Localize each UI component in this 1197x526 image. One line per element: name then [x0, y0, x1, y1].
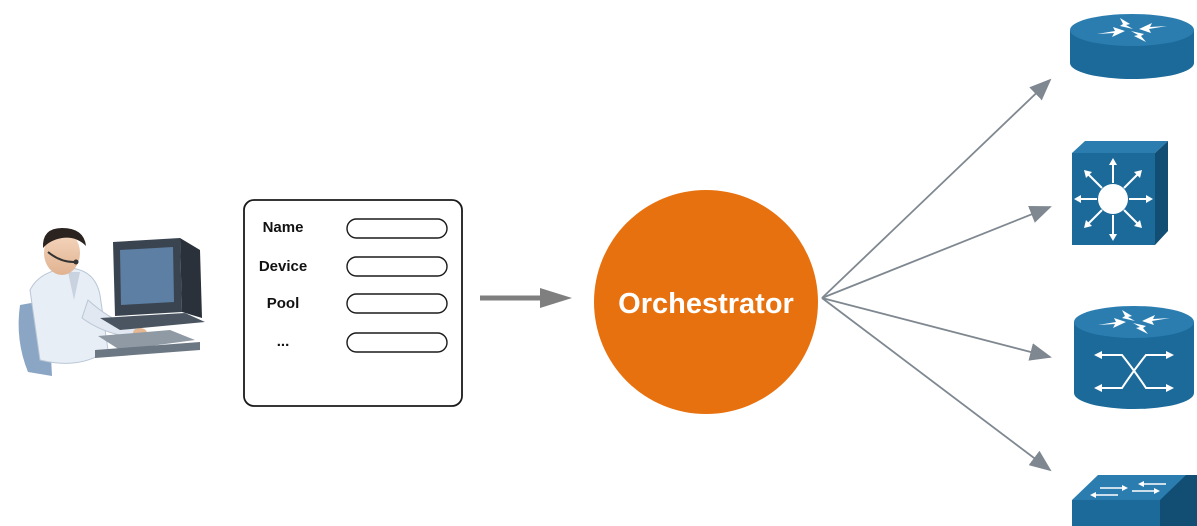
- form-label-name: Name: [263, 219, 304, 236]
- orchestrator-circle: [594, 190, 818, 414]
- orchestrator-label: Orchestrator: [618, 288, 794, 320]
- route-switch-processor-icon: [1074, 306, 1194, 409]
- device-connectors: [821, 78, 1052, 472]
- connector-multilayer-switch: [821, 206, 1052, 299]
- orchestrator-node: Orchestrator: [594, 190, 818, 414]
- router-icon: [1070, 14, 1194, 79]
- form-label-more: ...: [277, 333, 290, 350]
- operator-at-computer-icon: [18, 228, 205, 376]
- form-label-pool: Pool: [267, 295, 300, 312]
- connector-router: [821, 78, 1052, 299]
- form-field-pool[interactable]: [346, 293, 448, 314]
- form-field-more[interactable]: [346, 332, 448, 353]
- connector-route-switch: [821, 297, 1052, 361]
- form-label-device: Device: [259, 258, 307, 275]
- form-to-orchestrator-arrow: [480, 288, 572, 308]
- connector-workgroup-switch: [821, 297, 1052, 472]
- form-field-name[interactable]: [346, 218, 448, 239]
- form-field-device[interactable]: [346, 256, 448, 277]
- input-form-panel: Name Device Pool ...: [243, 199, 463, 407]
- multilayer-switch-icon: [1072, 141, 1168, 245]
- workgroup-switch-icon: [1072, 475, 1197, 526]
